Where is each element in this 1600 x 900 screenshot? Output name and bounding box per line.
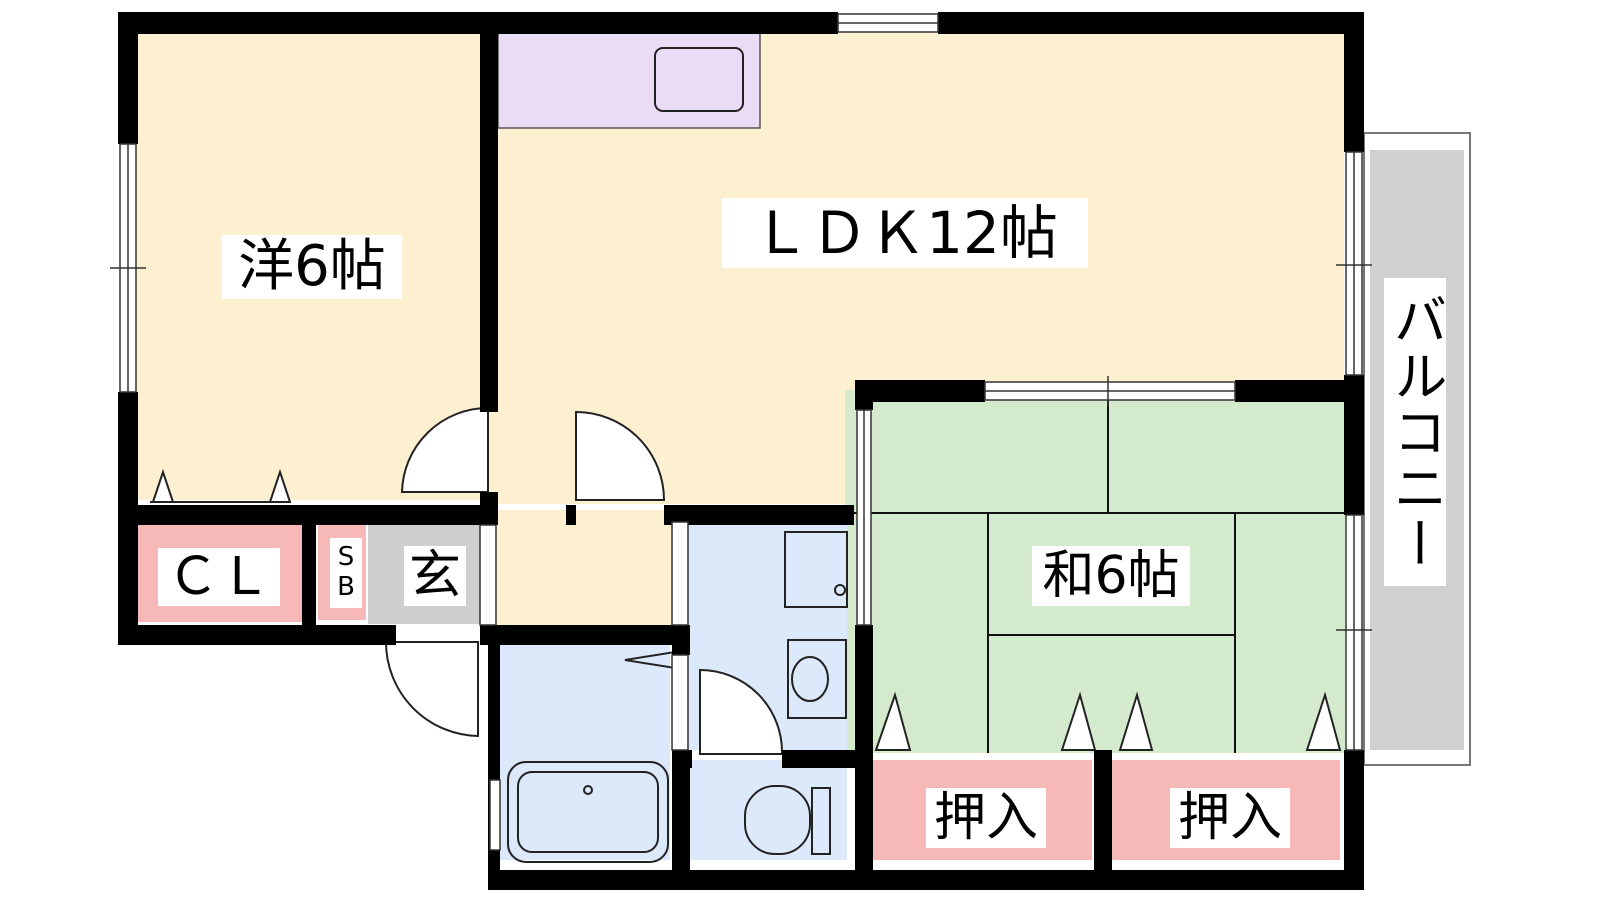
window-bath: [489, 779, 501, 851]
room-label-oshiire-right: 押入: [1170, 788, 1290, 848]
entrance-step: [479, 524, 497, 626]
room-label-balcony: バルコニー: [1384, 278, 1447, 586]
bathtub-icon: [507, 761, 669, 863]
toilet-icon: [744, 785, 811, 855]
shoe-box-label: S B: [330, 538, 362, 608]
room-label-oshiire-left: 押入: [926, 788, 1046, 848]
wash-basin-icon: [787, 639, 847, 719]
room-label-japanese: 和6帖: [1032, 546, 1190, 606]
toilet-room-fill: [680, 760, 847, 860]
sink-icon: [654, 47, 744, 112]
tatami-lines: [845, 390, 1345, 753]
door-swings: [384, 406, 784, 755]
room-fills: [130, 30, 1471, 860]
washing-machine-icon: [784, 531, 848, 608]
bathtub-rim: [517, 771, 659, 853]
windows: [110, 13, 1372, 851]
walls: [118, 12, 1364, 890]
door-western: [400, 406, 489, 493]
shoe-box-label-b: B: [337, 572, 355, 602]
bathtub-drain-icon: [583, 785, 593, 795]
shoe-box-label-s: S: [337, 542, 355, 573]
room-label-entrance: 玄: [404, 546, 466, 606]
room-label-western: 洋6帖: [222, 235, 402, 299]
bathroom-fill: [490, 640, 670, 860]
door-washroom: [699, 668, 784, 755]
room-label-closet: ＣＬ: [158, 548, 280, 606]
door-ldk: [575, 410, 666, 501]
door-entrance: [384, 641, 479, 738]
room-label-ldk: ＬＤＫ12帖: [722, 198, 1088, 268]
closet-door-marks: [150, 468, 1342, 751]
hallway-fill: [490, 510, 675, 625]
washroom-door: [671, 521, 689, 626]
